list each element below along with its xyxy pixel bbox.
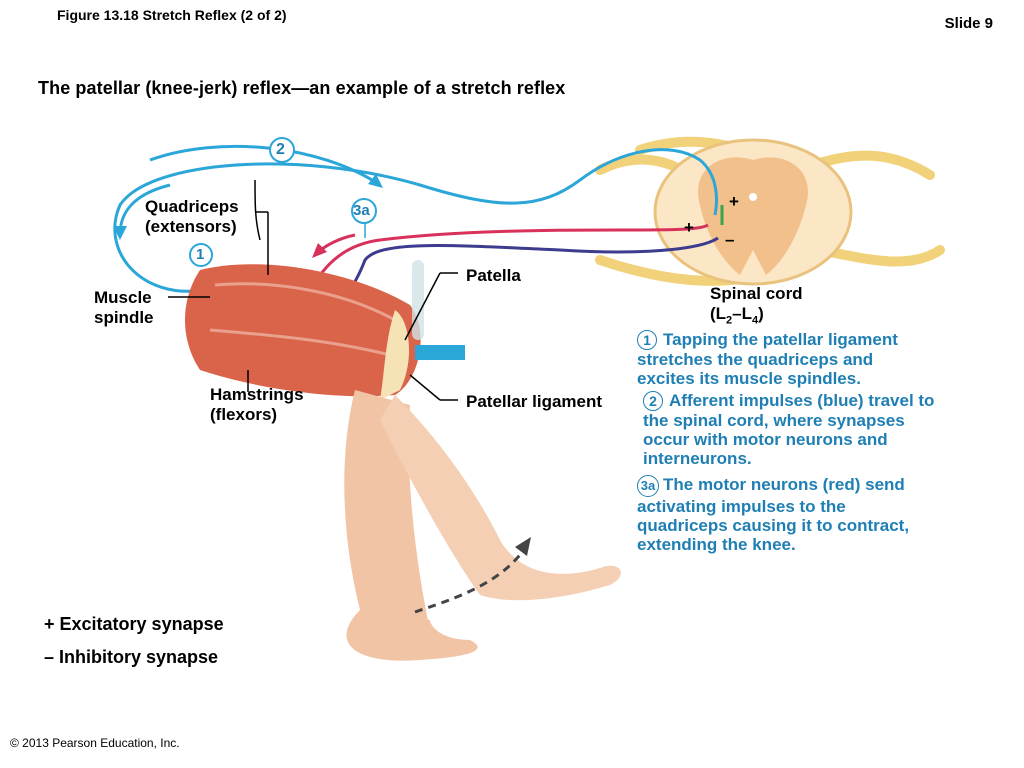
legend-excitatory: + Excitatory synapse (44, 614, 224, 634)
label-hamstrings: Hamstrings (flexors) (210, 385, 304, 424)
copyright: © 2013 Pearson Education, Inc. (10, 736, 180, 750)
synapse-plus-left: + (684, 218, 694, 237)
label-patella: Patella (466, 266, 521, 285)
label-quadriceps: Quadriceps (extensors) (145, 197, 239, 236)
slide-number: Slide 9 (944, 15, 993, 32)
label-muscle-spindle: Muscle spindle (94, 288, 154, 327)
kick-arrow (414, 547, 527, 614)
spinal-level: (L2–L4) (710, 304, 764, 327)
figure-caption: Figure 13.18 Stretch Reflex (2 of 2) (57, 7, 287, 23)
impulse-arrow-top (149, 144, 381, 187)
label-patellar-ligament: Patellar ligament (466, 392, 603, 411)
afferent-fiber (113, 148, 718, 293)
synapse-minus: – (725, 230, 735, 249)
marker-2: 2 (276, 141, 285, 158)
leg-illustration (185, 179, 621, 661)
synapse-plus-top: + (729, 192, 739, 211)
label-spinal-cord: Spinal cord (L2–L4) (710, 284, 803, 330)
legend-inhibitory: – Inhibitory synapse (44, 647, 219, 667)
spinal-cord-section (653, 138, 853, 286)
motor-fiber (303, 223, 709, 301)
marker-3a: 3a (353, 202, 370, 219)
diagram-title: The patellar (knee-jerk) reflex—an examp… (38, 78, 566, 98)
marker-1: 1 (196, 246, 205, 263)
